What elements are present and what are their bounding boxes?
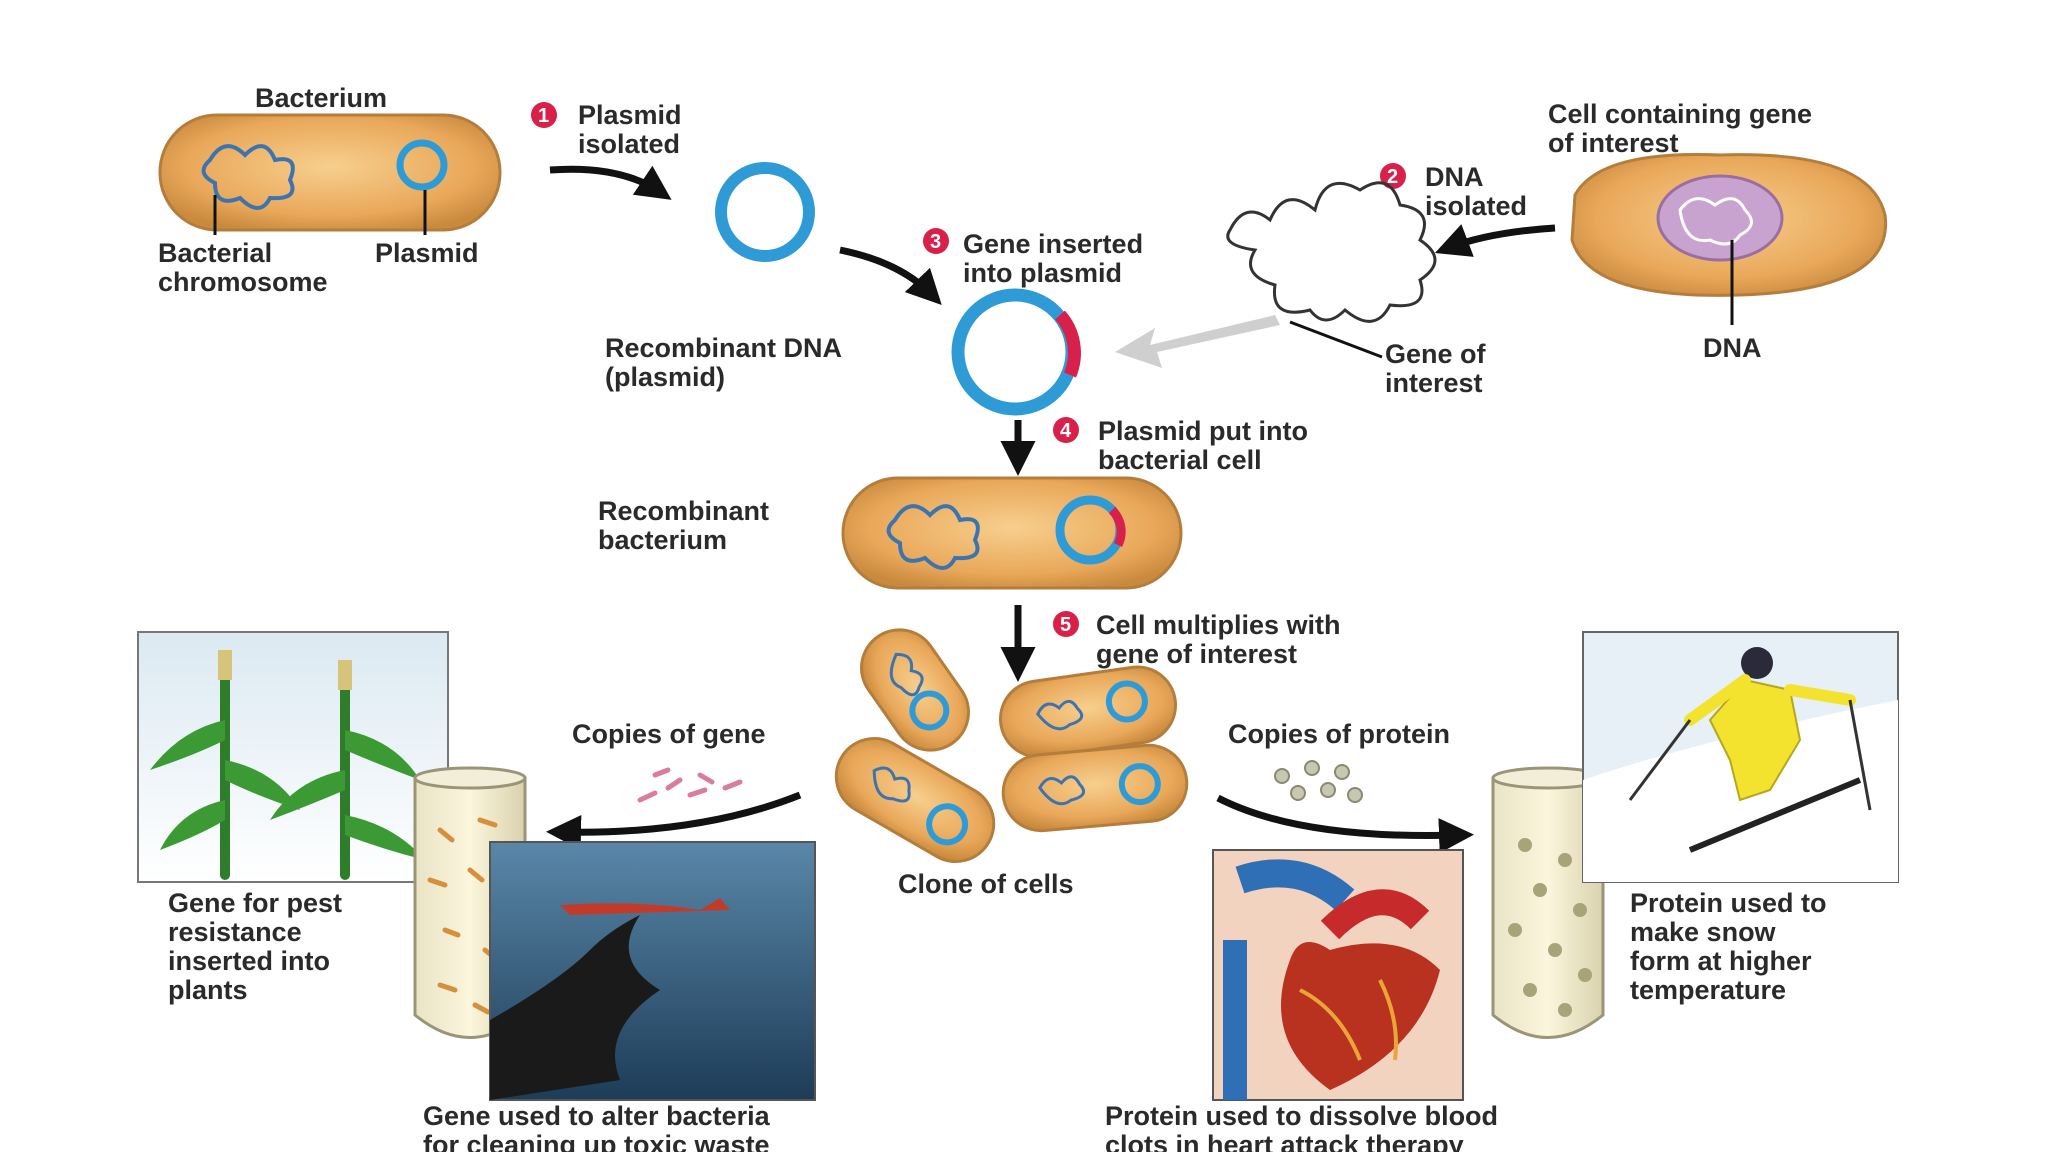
copies-of-protein-label: Copies of protein: [1228, 719, 1450, 749]
isolated-dna-strand: [1226, 181, 1437, 323]
step-5-number: 5: [1060, 614, 1071, 636]
bacterium-cell: [158, 113, 502, 235]
blood-clots-label: Protein used to dissolve blood clots in …: [1105, 1101, 1506, 1152]
step-1-badge: [531, 102, 557, 128]
arrow-dna-isolated: [1434, 224, 1556, 257]
oil-spill-image: [489, 841, 816, 1101]
bacterium-label: Bacterium: [255, 83, 387, 113]
copies-of-gene-label: Copies of gene: [572, 719, 766, 749]
gene-copies: [637, 767, 743, 803]
arrow-to-gene-uses: [546, 791, 802, 850]
step-3-badge: [923, 228, 949, 254]
heart-image: [1212, 849, 1464, 1101]
corn-plants-image: [137, 631, 449, 883]
source-cell: [1570, 153, 1888, 325]
snow-label: Protein used to make snow form at higher…: [1630, 888, 1834, 1005]
recombinant-dna-label: Recombinant DNA(plasmid): [605, 333, 842, 392]
step-2-badge: [1380, 163, 1406, 189]
arrow-gene-into-plasmid: [1115, 315, 1280, 368]
isolated-plasmid: [715, 162, 815, 262]
step-5-badge: [1053, 611, 1079, 637]
protein-test-tube: [1491, 766, 1605, 1039]
clone-of-cells-label: Clone of cells: [898, 869, 1074, 899]
bacterial-chromosome-shape: [201, 144, 295, 210]
clone-of-cells: [834, 628, 1189, 863]
toxic-waste-label: Gene used to alter bacteria for cleaning…: [423, 1101, 777, 1152]
dna-label: DNA: [1703, 333, 1762, 363]
arrow-plasmid-isolated: [549, 165, 672, 200]
arrow-to-recombinant: [839, 246, 942, 306]
protein-copies: [1274, 760, 1363, 803]
plasmid-label: Plasmid: [375, 238, 479, 268]
arrow-to-protein-uses: [1216, 794, 1474, 854]
pest-resistance-label: Gene for pest resistance inserted into p…: [168, 888, 350, 1005]
skier-image: [1582, 631, 1899, 883]
recombinant-bacterium-cell: [841, 476, 1183, 590]
step-4-number: 4: [1060, 420, 1072, 442]
step-3-number: 3: [930, 231, 941, 253]
step-2-number: 2: [1387, 166, 1398, 188]
recombinant-plasmid: [951, 288, 1081, 416]
plasmid-shape: [396, 139, 448, 191]
step-1-number: 1: [538, 105, 549, 127]
step-4-badge: [1053, 417, 1079, 443]
